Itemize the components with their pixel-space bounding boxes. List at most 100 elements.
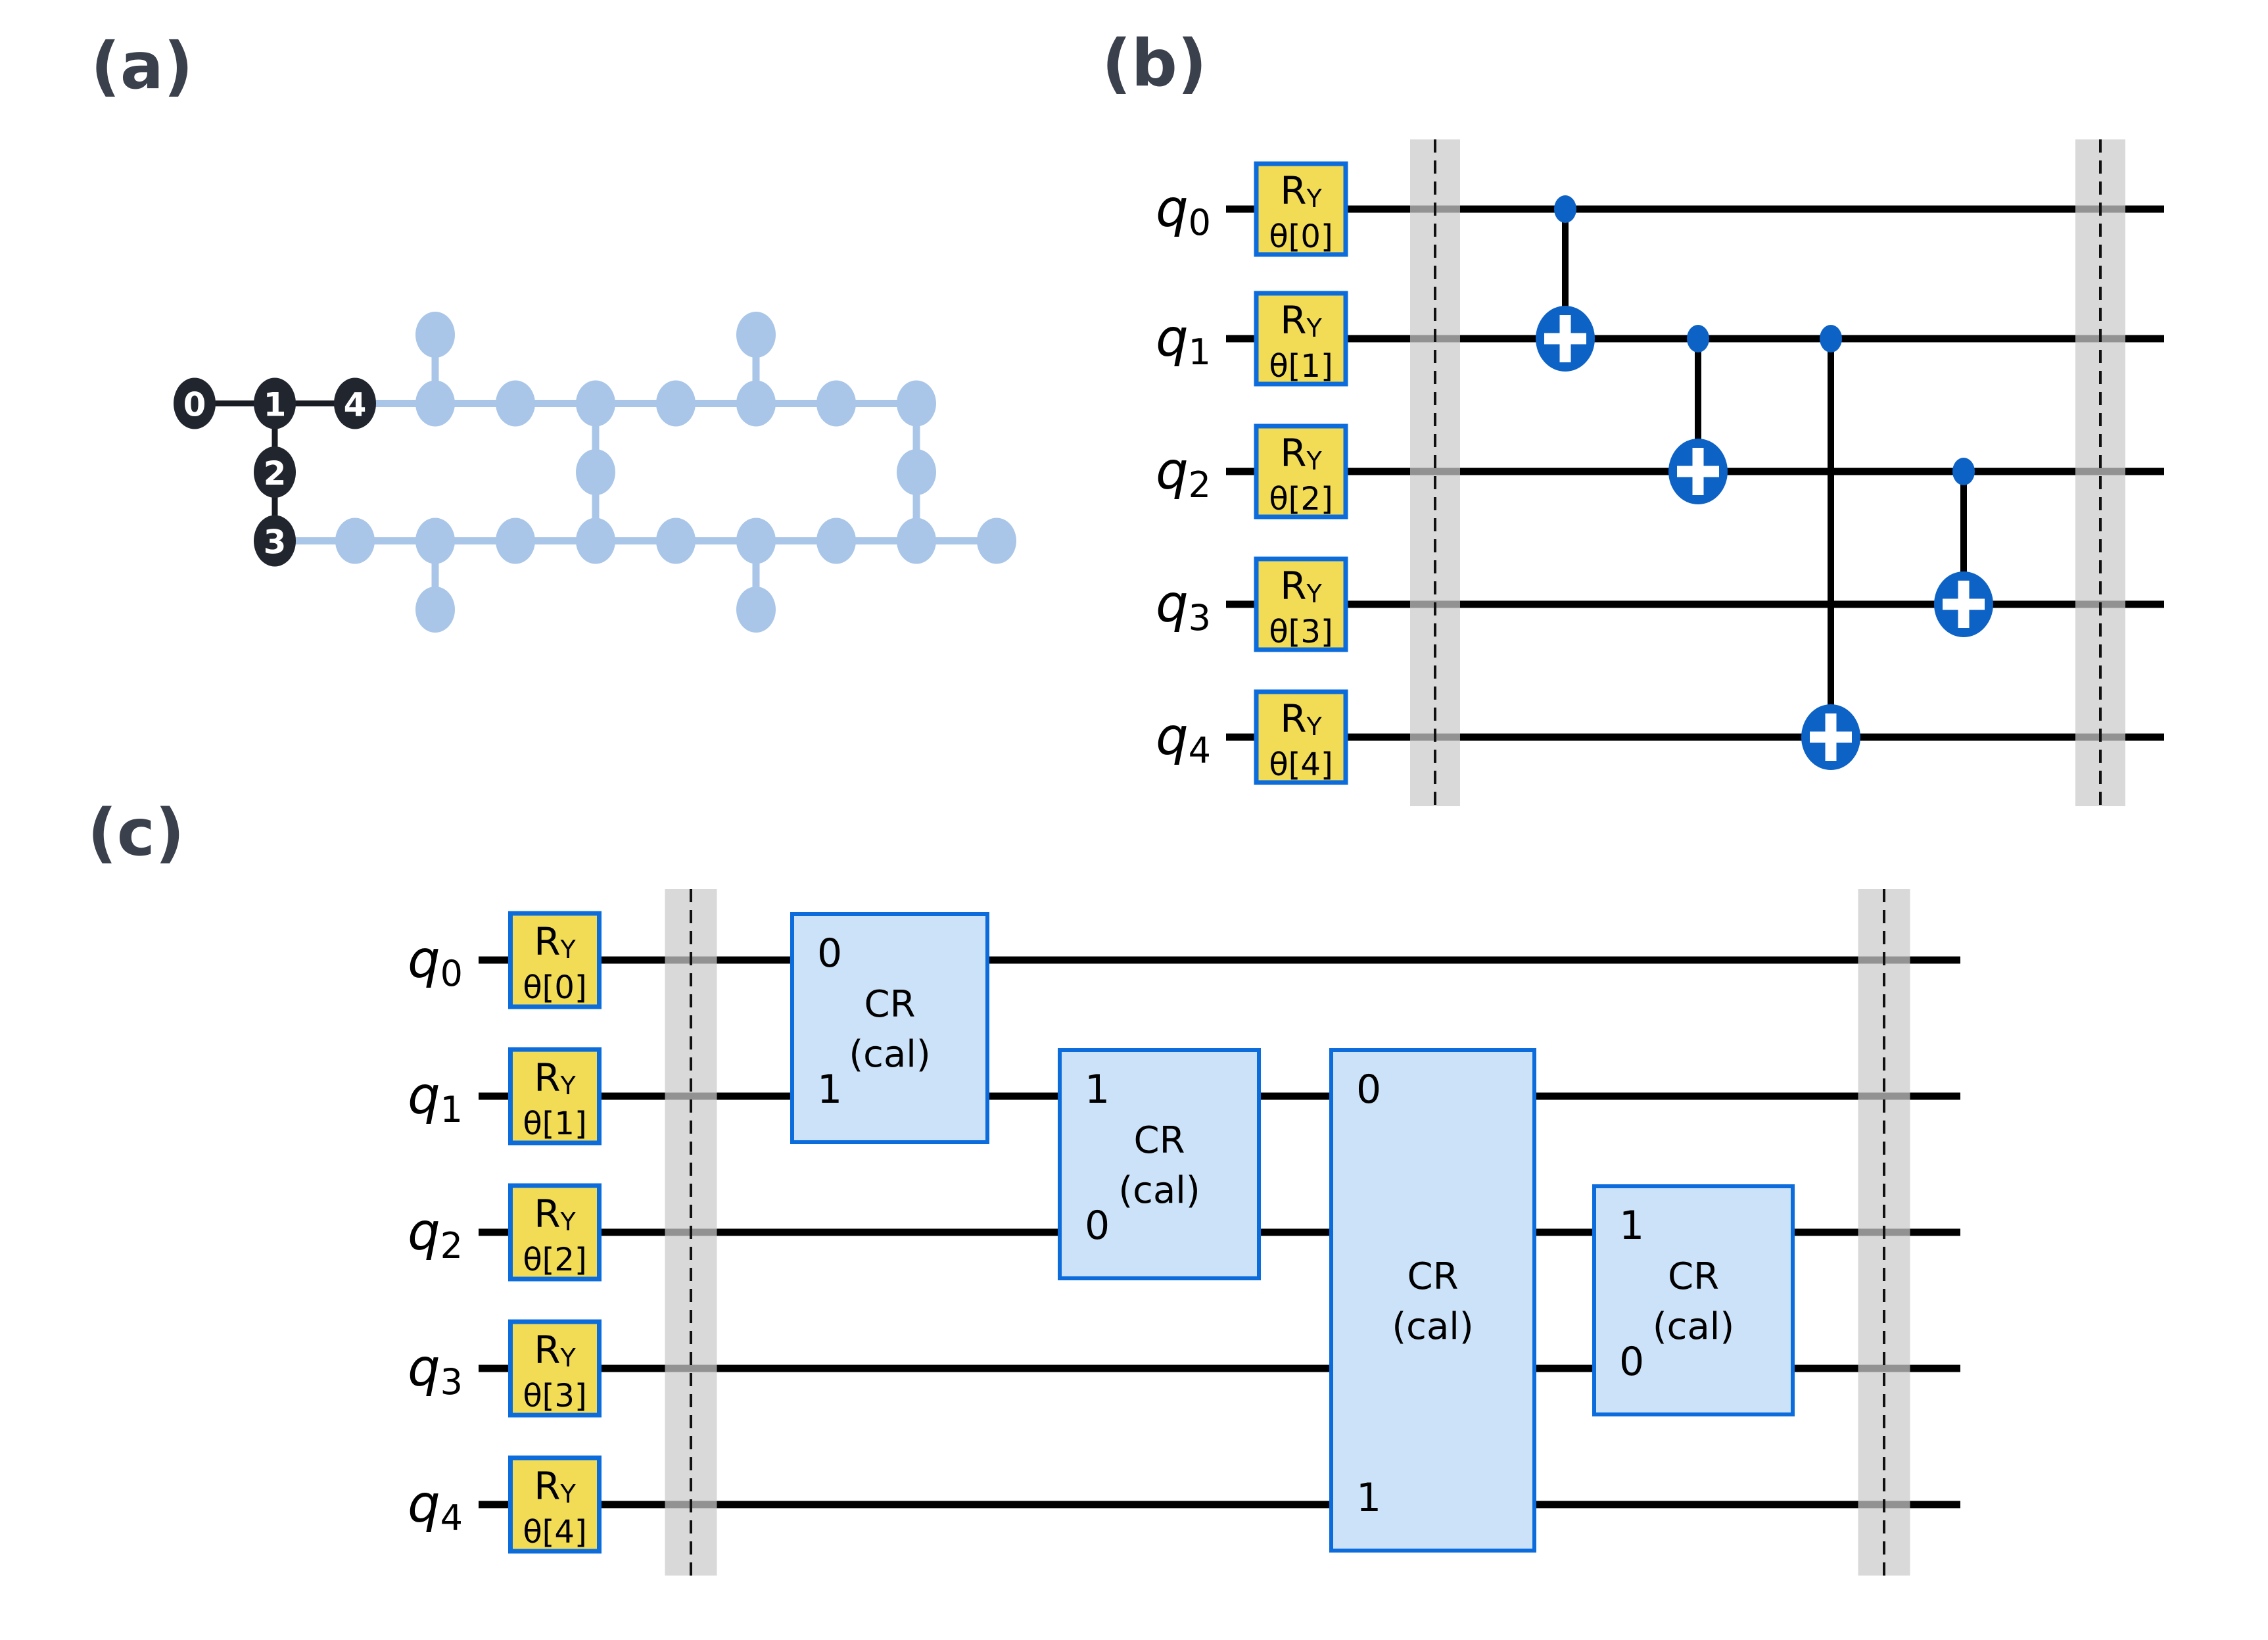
- cr-gate-name: CR: [1668, 1255, 1719, 1298]
- ry-gate-name: RY: [534, 919, 576, 964]
- cr-port-bottom: 1: [817, 1067, 842, 1113]
- ry-gate-box: [508, 1455, 602, 1554]
- qubit-node: [816, 380, 856, 427]
- ry-gate-name: RY: [1280, 431, 1322, 475]
- cr-gate-subname: (cal): [1392, 1305, 1473, 1348]
- cnot-control-dot: [1687, 325, 1709, 352]
- ry-gate: RYθ[1]: [1254, 291, 1348, 387]
- cr-cal-box: [1329, 1048, 1536, 1553]
- ry-gate-box: [508, 911, 602, 1009]
- ry-gate-parameter: θ[3]: [523, 1378, 586, 1414]
- panel-b-label: (b): [1102, 26, 1207, 101]
- cnot-control-dot: [1554, 195, 1576, 223]
- barrier: [1858, 889, 1910, 1576]
- cr-port-bottom: 0: [1085, 1203, 1110, 1249]
- qubit-label: q3: [408, 1339, 463, 1403]
- cr-gate-name: CR: [1133, 1119, 1185, 1162]
- cnot-gate: [1536, 195, 1595, 372]
- qubit-label: q4: [408, 1475, 463, 1539]
- barrier-band: [1410, 139, 1460, 806]
- ry-gate-box: [1254, 291, 1348, 387]
- cr-gate-name: CR: [1407, 1255, 1458, 1298]
- qubit-node: [415, 518, 455, 564]
- qubit-label: q1: [408, 1067, 463, 1130]
- cr-cal-box: [1592, 1184, 1795, 1416]
- qubit-node: [335, 518, 375, 564]
- ry-gate-box: [508, 1047, 602, 1146]
- ry-gate-parameter: θ[0]: [523, 969, 586, 1006]
- barrier: [2075, 139, 2125, 806]
- cnot-gate: [1801, 325, 1860, 770]
- qubit-label: q0: [1156, 180, 1211, 243]
- ry-gate: RYθ[3]: [1254, 556, 1348, 652]
- ry-gate-box: [1254, 556, 1348, 652]
- qubit-node: [576, 518, 615, 564]
- cr-gate-subname: (cal): [1653, 1305, 1734, 1348]
- cr-gate-subname: (cal): [1118, 1169, 1200, 1212]
- ry-gate-name: RY: [1280, 696, 1322, 741]
- barrier: [665, 889, 717, 1576]
- qubit-node: [496, 380, 535, 427]
- panel-a-label: (a): [91, 29, 193, 104]
- qubit-label: q2: [1156, 442, 1211, 506]
- ry-gate-name: RY: [534, 1055, 576, 1100]
- ry-gate: RY θ[0]: [508, 911, 602, 1009]
- cnot-gate: [1668, 325, 1728, 504]
- cr-cal-gate: 1 0 CR (cal): [1058, 1048, 1261, 1280]
- ry-gate-parameter: θ[1]: [1269, 348, 1333, 385]
- ry-gate-parameter: θ[0]: [1269, 218, 1333, 255]
- ry-gate-parameter: θ[2]: [523, 1242, 586, 1278]
- qubit-node: [736, 312, 776, 358]
- ry-gate-parameter: θ[1]: [523, 1105, 586, 1142]
- qubit-node: [415, 312, 455, 358]
- selected-qubit-node: [174, 377, 216, 429]
- qubit-node: [977, 518, 1016, 564]
- qubit-node: [816, 518, 856, 564]
- ry-gate-parameter: θ[4]: [1269, 746, 1333, 783]
- cr-port-bottom: 0: [1619, 1339, 1644, 1385]
- qubit-node: [897, 380, 936, 427]
- qubit-node: [897, 449, 936, 495]
- ry-gate-parameter: θ[2]: [1269, 481, 1333, 518]
- ry-gate-box: [508, 1183, 602, 1282]
- qubit-node: [656, 518, 696, 564]
- qubit-node-label: 0: [183, 386, 206, 424]
- qubit-node: [496, 518, 535, 564]
- qubit-node: [576, 449, 615, 495]
- ry-gate-box: [508, 1319, 602, 1418]
- circuit-cr-cal: q0q1q2q3q4RYθ[0]RYθ[1]RYθ[2]RYθ[3]RYθ[4]…: [408, 889, 1960, 1576]
- qubit-node-label: 4: [344, 386, 367, 424]
- ry-gate: RY θ[4]: [1254, 689, 1348, 785]
- qubit-label: q1: [1156, 309, 1211, 373]
- selected-qubit-node: [254, 377, 296, 429]
- ry-gate-box: [1254, 161, 1348, 257]
- cnot-control-dot: [1820, 325, 1842, 352]
- barrier: [1410, 139, 1460, 806]
- qubit-node: [415, 587, 455, 633]
- panel-c-label: (c): [87, 796, 185, 871]
- ry-gate-parameter: θ[4]: [523, 1514, 586, 1551]
- selected-qubit-node: [254, 446, 296, 498]
- ry-gate-parameter: θ[3]: [1269, 614, 1333, 650]
- cr-port-top: 1: [1085, 1067, 1110, 1113]
- qubit-label: q3: [1156, 575, 1211, 639]
- ry-gate-name: RY: [534, 1464, 576, 1508]
- ry-gate-box: [1254, 689, 1348, 785]
- ry-gate-name: RY: [1280, 168, 1322, 213]
- cr-gate-subname: (cal): [849, 1033, 930, 1076]
- cnot-gate: [1934, 458, 1993, 637]
- cr-port-top: 0: [817, 930, 842, 977]
- qubit-node-label: 3: [264, 523, 287, 562]
- qubit-label: q2: [408, 1203, 463, 1266]
- qubit-node: [736, 380, 776, 427]
- qubit-node: [415, 380, 455, 427]
- qubit-node-label: 2: [264, 454, 287, 493]
- ry-gate: RYθ[3]: [508, 1319, 602, 1418]
